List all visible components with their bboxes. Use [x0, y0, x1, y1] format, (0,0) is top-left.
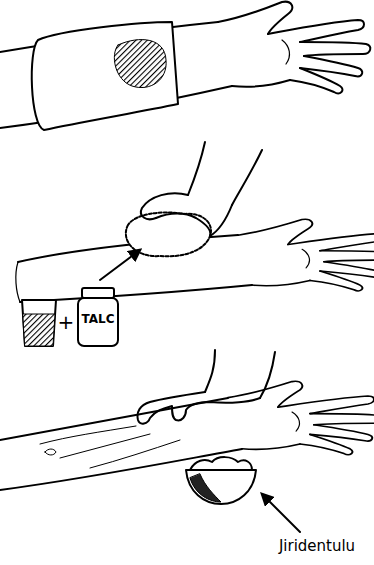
- callout-label: Jiridentulu: [262, 538, 372, 555]
- panel-two-stroke: [16, 262, 20, 302]
- panel-three-stroke: [186, 470, 256, 504]
- panel-two-stroke: [126, 212, 211, 256]
- plus-sign: +: [56, 311, 76, 333]
- panel-three-stroke: [190, 457, 252, 470]
- panel-two: [16, 142, 374, 346]
- panel-two-stroke: [210, 205, 232, 236]
- panel-three-stroke: [260, 352, 275, 398]
- panel-two-stroke: [82, 288, 114, 298]
- panel-one-stroke: [218, 2, 370, 94]
- panel-one: [0, 2, 370, 130]
- panel-two-stroke: [188, 142, 205, 195]
- panel-two-stroke: [238, 219, 374, 290]
- panel-three-stroke: [138, 392, 261, 424]
- panel-two-stroke: [78, 298, 118, 346]
- panel-three-stroke: [45, 449, 56, 455]
- jar-label: TALC: [78, 313, 118, 326]
- panel-three-stroke: [228, 381, 374, 454]
- panel-three-stroke: [190, 474, 221, 502]
- panel-one-stroke: [32, 22, 178, 130]
- panel-two-stroke: [23, 314, 55, 346]
- panel-three-stroke: [205, 350, 215, 392]
- panel-three: [0, 350, 374, 532]
- panel-two-stroke: [232, 150, 262, 205]
- panel-one-stroke: [114, 40, 166, 88]
- panel-two-stroke: [156, 214, 210, 237]
- panel-three-stroke: [262, 494, 300, 532]
- panel-three-stroke: [90, 440, 180, 468]
- panel-two-stroke: [22, 300, 56, 346]
- panel-two-stroke: [100, 250, 140, 280]
